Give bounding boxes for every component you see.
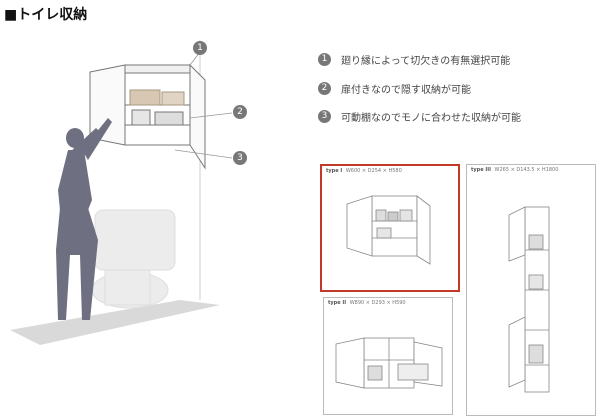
feature-3: 3 可動棚なのでモノに合わせた収納が可能	[318, 109, 521, 124]
type-2-label: type II W890 × D293 × H590	[328, 300, 406, 306]
callout-1: 1	[193, 41, 207, 55]
feature-1-number: 1	[318, 53, 331, 66]
type-2-panel[interactable]: type II W890 × D293 × H590	[323, 297, 453, 415]
type-3-label: type III W265 × D143.5 × H1800	[471, 167, 558, 173]
feature-2-number: 2	[318, 82, 331, 95]
type-3-name: type III	[471, 167, 491, 173]
type-3-cabinet-drawing	[508, 206, 550, 393]
type-1-panel[interactable]: type I W600 × D254 × H580	[320, 164, 460, 292]
type-3-panel[interactable]: type III W265 × D143.5 × H1800	[466, 164, 596, 416]
type-2-cabinet-drawing	[335, 337, 443, 389]
toilet-faint-shape	[91, 209, 176, 309]
wall-cabinet	[89, 63, 206, 170]
type-1-dims: W600 × D254 × H580	[345, 168, 402, 174]
type-1-label: type I W600 × D254 × H580	[326, 168, 402, 174]
feature-2: 2 扉付きなので隠す収納が可能	[318, 81, 471, 96]
type-1-name: type I	[326, 168, 343, 174]
callout-2: 2	[233, 105, 247, 119]
type-2-name: type II	[328, 300, 347, 306]
type-2-dims: W890 × D293 × H590	[349, 300, 406, 306]
feature-1: 1 廻り縁によって切欠きの有無選択可能	[318, 52, 510, 67]
feature-3-number: 3	[318, 110, 331, 123]
feature-2-text: 扉付きなので隠す収納が可能	[341, 85, 471, 96]
type-3-dims: W265 × D143.5 × H1800	[494, 167, 559, 173]
type-1-cabinet-drawing	[346, 195, 431, 265]
callout-3: 3	[233, 151, 247, 165]
person-silhouette	[56, 118, 112, 320]
feature-1-text: 廻り縁によって切欠きの有無選択可能	[341, 56, 511, 67]
floor	[10, 300, 220, 345]
page-title: ■トイレ収納	[4, 7, 88, 23]
feature-3-text: 可動棚なのでモノに合わせた収納が可能	[341, 113, 521, 124]
